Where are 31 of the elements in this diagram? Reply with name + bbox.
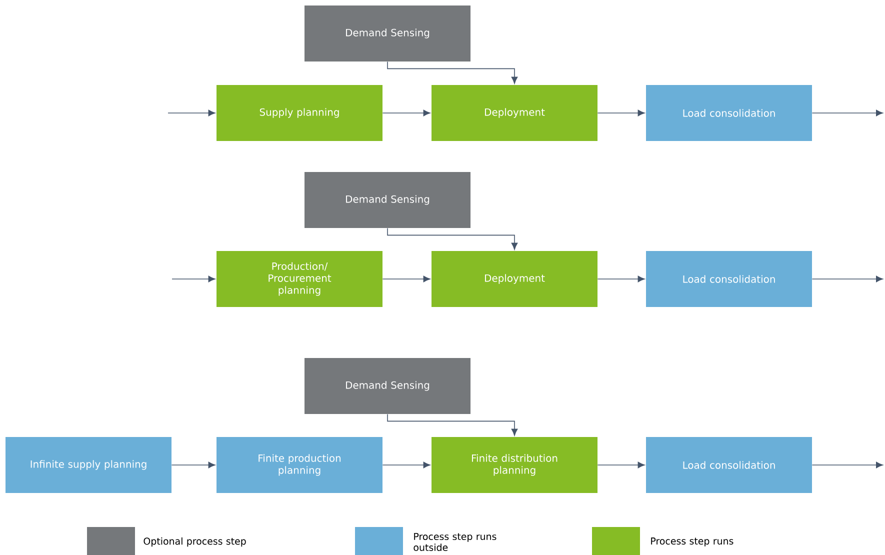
arrow bbox=[597, 462, 645, 468]
process-box: Supply planning bbox=[216, 85, 382, 141]
process-box: Deployment bbox=[432, 251, 598, 307]
arrow bbox=[597, 110, 645, 116]
legend-text: Process step runs bbox=[651, 538, 734, 546]
legend-text: Process step runs outside bbox=[414, 533, 496, 551]
arrow bbox=[387, 414, 518, 436]
optional-step-box: Demand Sensing bbox=[304, 6, 470, 62]
process-box: Infinite supply planning bbox=[6, 437, 172, 493]
arrow bbox=[812, 462, 883, 468]
arrow bbox=[382, 462, 430, 468]
process-box: Load consolidation bbox=[646, 85, 812, 141]
arrow bbox=[387, 228, 518, 250]
arrow bbox=[387, 61, 518, 84]
arrow bbox=[382, 110, 430, 116]
optional-step-box: Demand Sensing bbox=[304, 358, 470, 414]
arrow bbox=[812, 110, 883, 116]
arrow bbox=[171, 462, 216, 468]
process-box: Finite distribution planning bbox=[432, 437, 598, 493]
process-box: Load consolidation bbox=[646, 251, 812, 307]
process-box: Load consolidation bbox=[646, 437, 812, 493]
arrow bbox=[812, 276, 883, 282]
optional-step-box: Demand Sensing bbox=[304, 172, 470, 228]
process-box: Deployment bbox=[432, 85, 598, 141]
arrow bbox=[382, 276, 430, 282]
arrow bbox=[168, 110, 216, 116]
arrow bbox=[597, 276, 645, 282]
process-box: Finite production planning bbox=[216, 437, 382, 493]
legend-text: Optional process step bbox=[144, 537, 246, 547]
process-box: Production/ Procurement planning bbox=[216, 251, 382, 307]
arrow bbox=[172, 276, 216, 282]
